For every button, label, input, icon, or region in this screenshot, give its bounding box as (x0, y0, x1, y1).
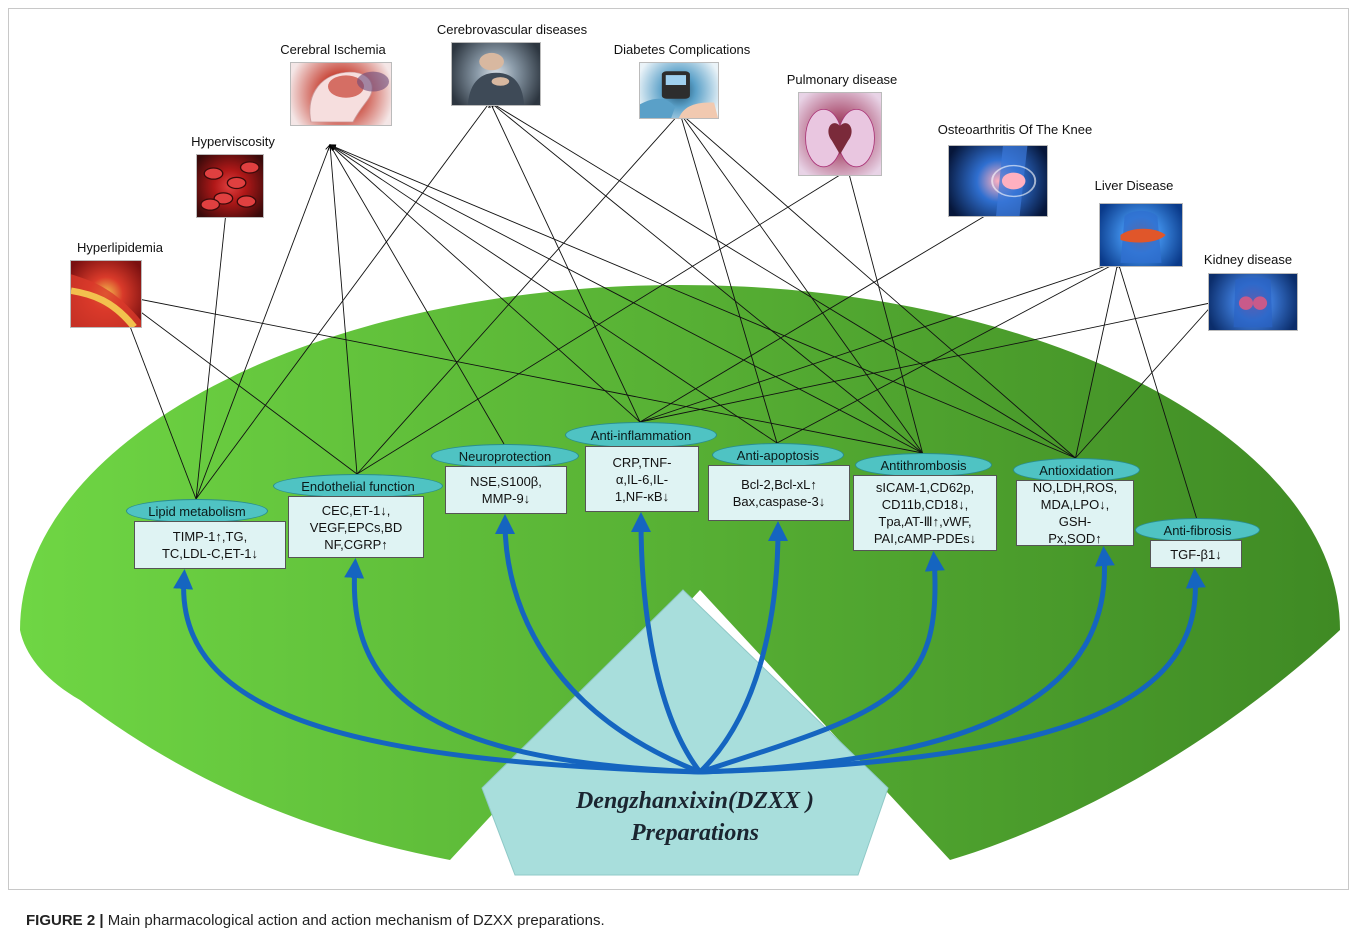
link-inflam-to-cerebral-ischemia (330, 145, 641, 423)
blue-arrow-neuro (495, 514, 701, 775)
mechanism-title-antiox: Antioxidation (1013, 458, 1140, 482)
link-fibrosis-to-liver (1118, 262, 1197, 519)
link-inflam-to-kidney (639, 302, 1215, 423)
link-inflam-to-osteoarthritis (639, 210, 995, 423)
link-thrombosis-to-hyperlipidemia (118, 295, 923, 454)
blue-arrow-antiox (699, 546, 1115, 775)
kidney-icon (1208, 273, 1298, 331)
blood-cells-icon (196, 154, 264, 218)
link-antiox-to-cerebral-ischemia (330, 145, 1076, 459)
link-endothelial-to-diabetes (356, 113, 680, 475)
chest-pain-person-icon (451, 42, 541, 106)
link-antiox-to-liver (1075, 262, 1119, 459)
blue-arrow-endothelial (344, 558, 701, 775)
caption-label: FIGURE 2 | (26, 912, 104, 929)
mechanism-title-fibrosis: Anti-fibrosis (1135, 518, 1260, 542)
disease-label-diabetes: Diabetes Complications (613, 42, 751, 57)
center-title-line1: Dengzhanxixin(DZXX ) (575, 788, 815, 814)
mechanism-markers-inflam: CRP,TNF- α,IL-6,IL- 1,NF-κB↓ (585, 446, 699, 512)
link-endothelial-to-cerebral-ischemia (330, 145, 358, 475)
artery-plaque-icon (70, 260, 142, 328)
link-thrombosis-to-cerebrovascular (490, 102, 923, 454)
glucose-meter-icon (639, 62, 719, 119)
link-apoptosis-to-cerebral-ischemia (330, 145, 778, 444)
link-endothelial-to-hyperlipidemia (118, 295, 358, 475)
link-lipid-to-cerebral-ischemia (195, 145, 330, 500)
mechanism-markers-neuro: NSE,S100β, MMP-9↓ (445, 466, 567, 514)
link-inflam-to-cerebrovascular (490, 102, 641, 423)
mechanism-title-neuro: Neuroprotection (431, 444, 579, 468)
mechanism-title-apoptosis: Anti-apoptosis (712, 443, 844, 467)
link-endothelial-to-pulmonary (356, 170, 848, 475)
mechanism-title-inflam: Anti-inflammation (565, 422, 717, 448)
disease-label-liver: Liver Disease (1094, 178, 1174, 193)
blue-arrow-apoptosis (698, 521, 788, 774)
caption-text: Main pharmacological action and action m… (107, 912, 605, 929)
liver-icon (1099, 203, 1183, 267)
link-apoptosis-to-liver (776, 262, 1118, 444)
link-antiox-to-diabetes (680, 113, 1076, 459)
center-pentagon (481, 589, 889, 876)
mechanism-title-thrombosis: Antithrombosis (855, 453, 992, 477)
figure-caption: FIGURE 2 | Main pharmacological action a… (26, 912, 605, 929)
link-lipid-to-hyperviscosity (195, 212, 226, 500)
disease-label-hyperviscosity: Hyperviscosity (191, 134, 275, 149)
blue-arrow-lipid (173, 569, 701, 775)
green-ellipse (20, 285, 1340, 860)
disease-label-pulmonary: Pulmonary disease (786, 72, 898, 87)
disease-label-cerebrovascular: Cerebrovascular diseases (436, 22, 588, 37)
mechanism-title-endothelial: Endothelial function (273, 474, 443, 498)
blue-arrow-inflam (631, 512, 702, 774)
link-antiox-to-cerebrovascular (490, 102, 1076, 459)
lungs-heart-icon (798, 92, 882, 176)
knee-joint-icon (948, 145, 1048, 217)
link-thrombosis-to-cerebral-ischemia (330, 145, 923, 454)
link-neuro-to-cerebral-ischemia (330, 145, 505, 445)
link-lipid-to-hyperlipidemia (118, 295, 197, 500)
link-thrombosis-to-pulmonary (848, 170, 923, 454)
mechanism-markers-endothelial: CEC,ET-1↓, VEGF,EPCs,BD NF,CGRP↑ (288, 496, 424, 558)
disease-label-kidney: Kidney disease (1203, 252, 1293, 267)
center-title: Dengzhanxixin(DZXX ) Preparations (530, 785, 860, 849)
link-antiox-to-kidney (1075, 302, 1216, 459)
mechanism-markers-antiox: NO,LDH,ROS, MDA,LPO↓, GSH- Px,SOD↑ (1016, 480, 1134, 546)
center-title-line2: Preparations (630, 820, 759, 846)
disease-label-osteoarthritis: Osteoarthritis Of The Knee (937, 122, 1093, 137)
link-inflam-to-liver (639, 262, 1118, 423)
blue-arrow-fibrosis (699, 568, 1206, 775)
mechanism-title-lipid: Lipid metabolism (126, 499, 268, 523)
mechanism-markers-apoptosis: Bcl-2,Bcl-xL↑ Bax,caspase-3↓ (708, 465, 850, 521)
mechanism-markers-fibrosis: TGF-β1↓ (1150, 540, 1242, 568)
mechanism-markers-lipid: TIMP-1↑,TG, TC,LDL-C,ET-1↓ (134, 521, 286, 569)
brain-head-icon (290, 62, 392, 126)
link-apoptosis-to-diabetes (680, 113, 778, 444)
disease-label-cerebral-ischemia: Cerebral Ischemia (280, 42, 386, 57)
mechanism-markers-thrombosis: sICAM-1,CD62p, CD11b,CD18↓, Tpa,AT-Ⅲ↑,vW… (853, 475, 997, 551)
blue-arrow-thrombosis (699, 551, 945, 775)
link-thrombosis-to-diabetes (680, 113, 923, 454)
disease-label-hyperlipidemia: Hyperlipidemia (77, 240, 163, 255)
